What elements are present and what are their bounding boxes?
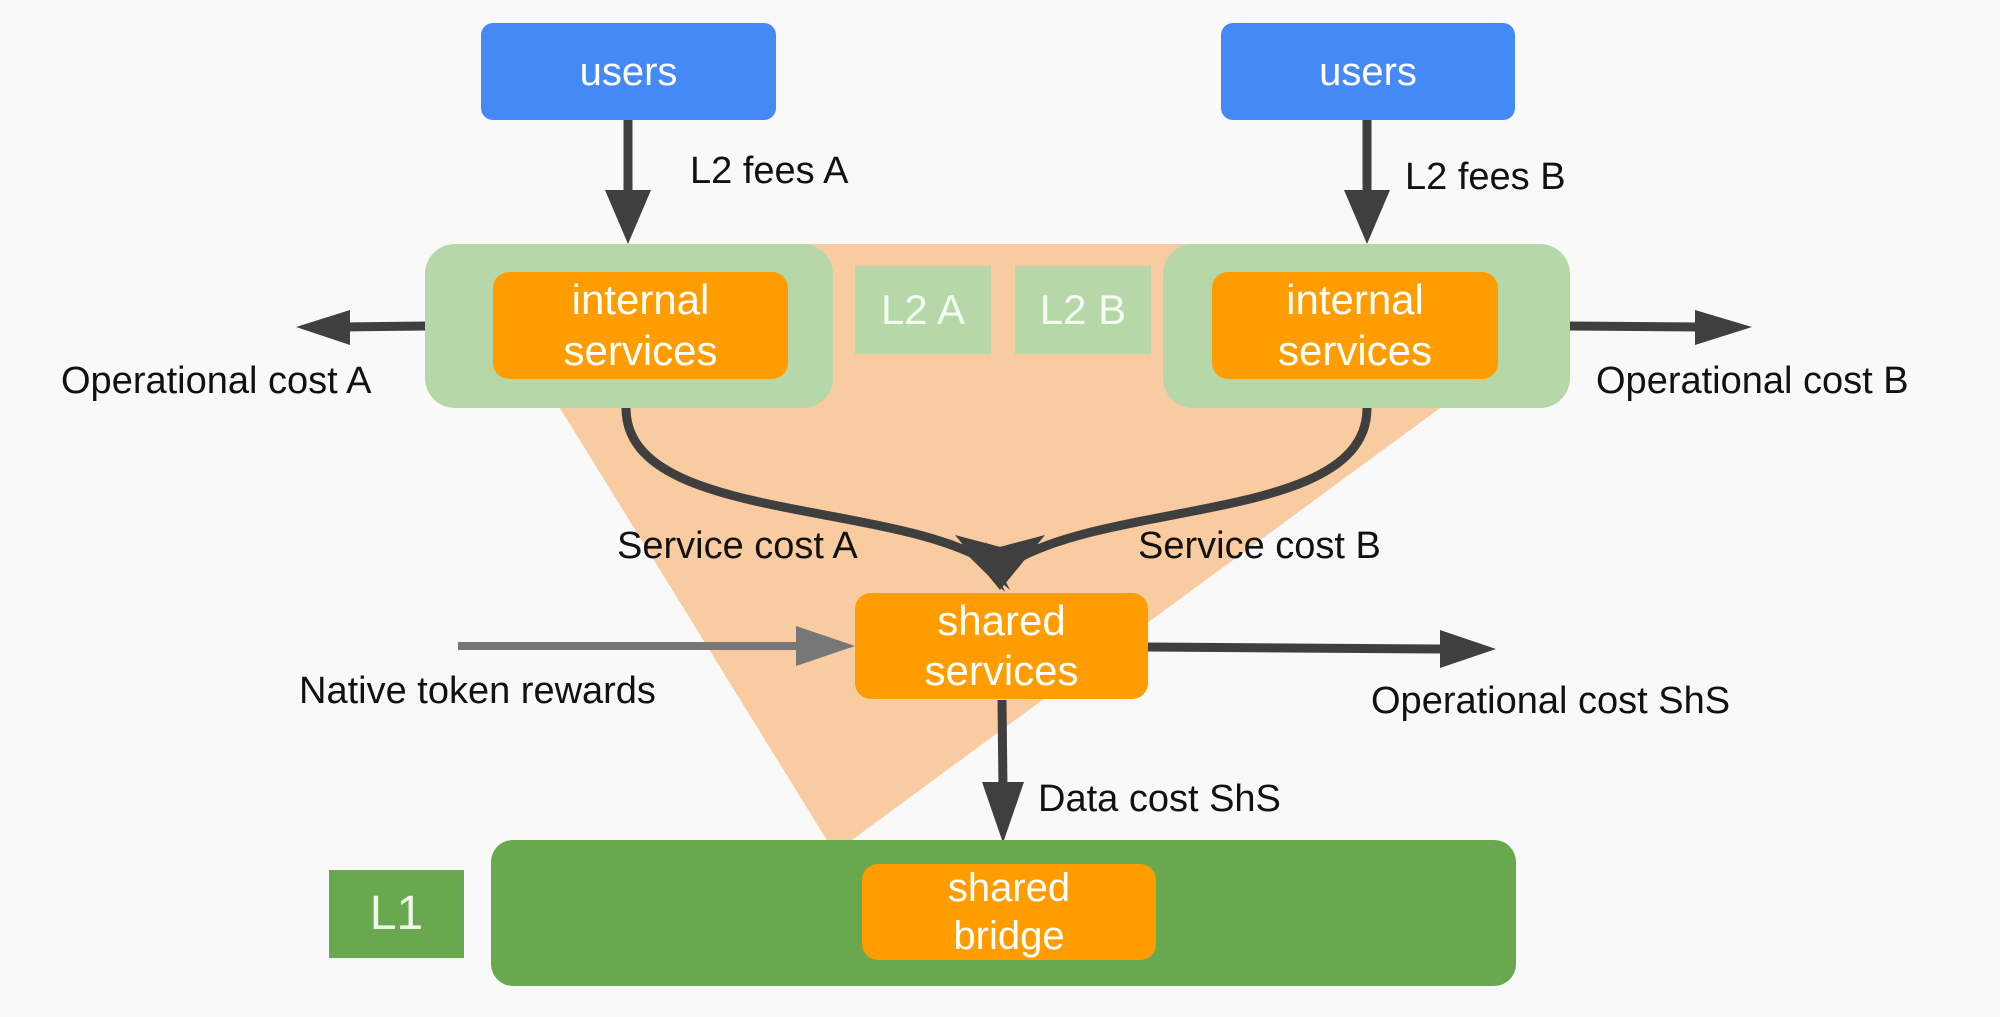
shared-bridge-line2: bridge <box>953 914 1065 958</box>
label-op-cost-shs: Operational cost ShS <box>1371 680 1731 722</box>
arrow-native-rewards <box>458 626 855 666</box>
label-service-cost-a: Service cost A <box>617 525 858 567</box>
shared-services-line1: shared <box>937 596 1066 644</box>
arrow-op-cost-b <box>1567 310 1752 345</box>
shared-bridge[interactable]: shared bridge <box>862 864 1156 960</box>
users-a[interactable]: users <box>481 23 776 120</box>
users-b[interactable]: users <box>1221 23 1515 120</box>
shared-services-line2: services <box>924 647 1079 694</box>
arrow-op-cost-a <box>296 310 429 345</box>
label-l2-fees-b: L2 fees B <box>1405 156 1566 198</box>
l2a-tag: L2 A <box>855 266 991 354</box>
internal-services-a-line2: services <box>563 326 718 374</box>
l1-tag: L1 <box>329 870 464 958</box>
label-op-cost-b: Operational cost B <box>1596 360 1909 402</box>
arrow-data-cost-shs <box>982 699 1024 843</box>
label-data-cost-shs: Data cost ShS <box>1038 778 1281 820</box>
internal-services-b-line2: services <box>1277 326 1433 374</box>
arrow-op-cost-shs <box>1147 630 1496 668</box>
shared-services[interactable]: shared services <box>855 593 1148 699</box>
label-native-rewards: Native token rewards <box>299 670 656 712</box>
l2b-tag: L2 B <box>1015 266 1151 354</box>
label-l2-fees-a: L2 fees A <box>690 150 849 192</box>
shared-bridge-line1: shared <box>947 866 1071 910</box>
label-op-cost-a: Operational cost A <box>61 360 372 402</box>
arrow-l2-fees-b <box>1344 120 1390 244</box>
internal-services-a-line1: internal <box>571 276 710 324</box>
arrow-service-cost-b <box>988 407 1372 590</box>
arrow-l2-fees-a <box>605 120 651 244</box>
internal-services-b-line1: internal <box>1286 276 1424 324</box>
internal-services-a[interactable]: internal services <box>493 272 788 379</box>
internal-services-b[interactable]: internal services <box>1212 272 1498 379</box>
label-service-cost-b: Service cost B <box>1138 525 1381 567</box>
